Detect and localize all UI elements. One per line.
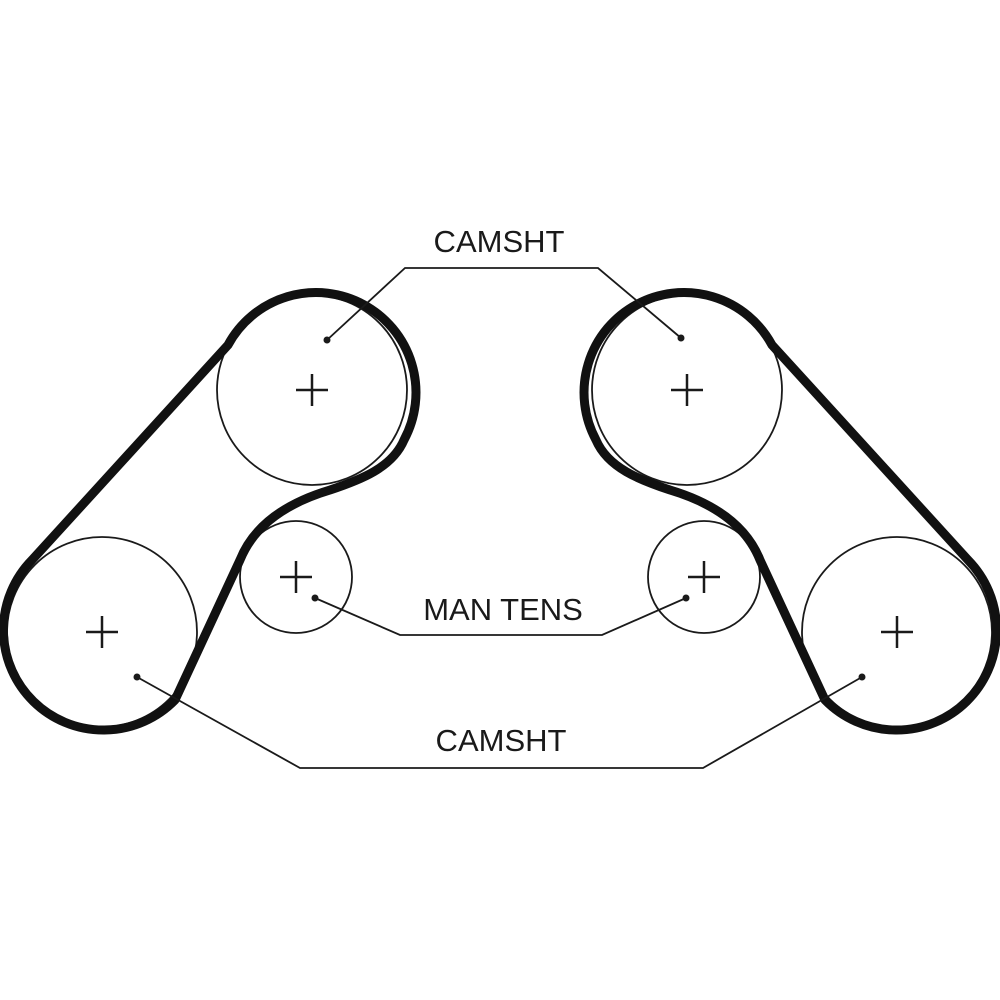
leader-dot	[858, 673, 866, 681]
pulley-tensioner-right	[647, 520, 761, 634]
center-cross-icon	[881, 616, 913, 648]
label-manual-tensioner: MAN TENS	[423, 592, 583, 627]
center-cross-icon	[688, 561, 720, 593]
label-camshaft-bottom: CAMSHT	[435, 723, 567, 758]
center-cross-icon	[280, 561, 312, 593]
leader-dot	[311, 594, 319, 602]
leader-manual-tensioner	[314, 597, 687, 636]
label-camshaft-top: CAMSHT	[433, 224, 565, 259]
leader-dot	[677, 334, 685, 342]
leader-dots	[133, 334, 866, 681]
center-cross-icon	[86, 616, 118, 648]
leader-dot	[682, 594, 690, 602]
center-marks	[86, 374, 913, 648]
leader-dot	[133, 673, 141, 681]
timing-belt-right	[579, 288, 1000, 735]
leader-camshaft-top	[326, 267, 682, 341]
leader-dot	[323, 336, 331, 344]
timing-belt-left	[0, 288, 421, 735]
center-cross-icon	[671, 374, 703, 406]
leader-camshaft-bottom	[136, 676, 863, 769]
center-cross-icon	[296, 374, 328, 406]
pulley-tensioner-left	[239, 520, 353, 634]
